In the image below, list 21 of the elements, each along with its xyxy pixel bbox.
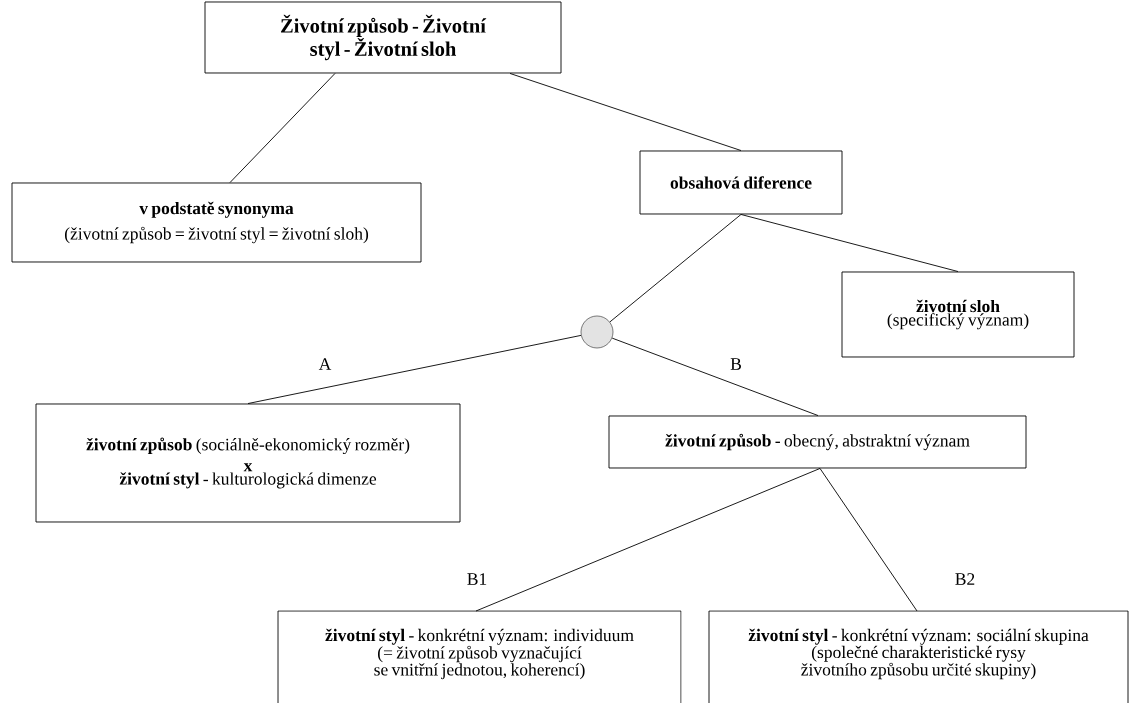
connector-line [611,337,819,416]
edge-label: B2 [953,572,977,586]
text-box: životní styl - konkrétní význam: sociální skupina (společné charakteristické rysy životního způsobu určité skupiny) [708,610,1129,703]
connector-line [609,214,742,323]
text-box: životní sloh (specifický význam) [841,271,1075,358]
connector-line [229,73,336,183]
edge-label: A [317,357,333,371]
text-box: Životní způsob - Životní styl - Životní sloh [204,1,562,74]
connector-line [247,334,582,404]
edge-label: B [729,357,743,371]
text-box: životní způsob (sociálně-ekonomický rozměr) x životní styl - kulturologická dimenze [35,403,461,523]
text-box: obsahová diference [639,150,843,215]
connector-line [740,214,959,272]
connector-line [509,73,742,151]
connector-line [819,468,918,612]
text-box: životní způsob - obecný, abstraktní význam [608,415,1027,469]
text-box: životní styl - konkrétní význam: individuum (= životní způsob vyznačující se vnitřní jednotou, koherencí) [277,610,682,703]
edge-label: B1 [465,572,489,586]
text-box: v podstatě synonyma (životní způsob = životní styl = životní sloh) [11,182,422,263]
connector-line [475,468,821,612]
junction-circle [580,315,614,349]
